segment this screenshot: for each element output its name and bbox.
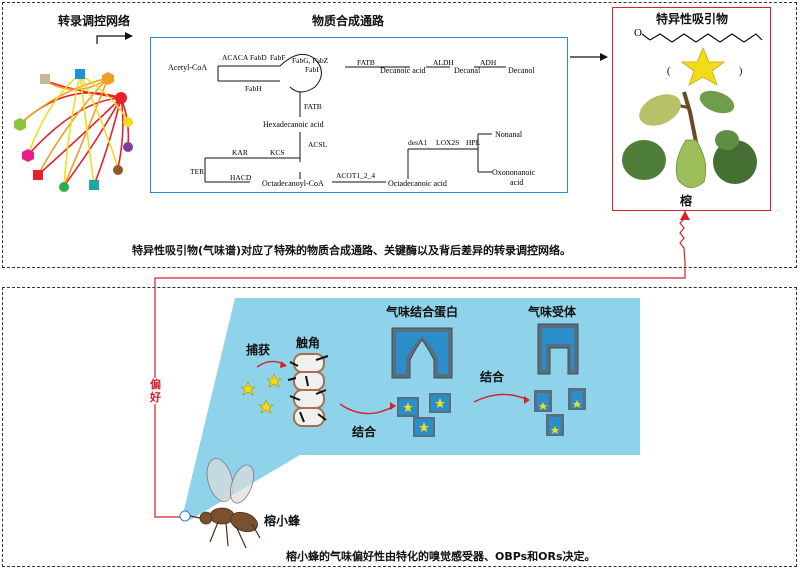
obp-star-complexes — [397, 393, 451, 437]
antenna-illustration — [287, 353, 329, 427]
binding-arrow-1 — [339, 402, 396, 415]
compound-oxononanoic-acid-line1: Oxononanoic — [492, 168, 536, 177]
network-node — [59, 182, 69, 192]
enzyme-acot: ACOT1_2_4 — [336, 171, 375, 180]
enzyme-fatb-top: FATB — [357, 58, 375, 67]
enzyme-desa1: desA1 — [408, 138, 427, 147]
network-hub-node — [115, 92, 127, 104]
fig-leaf — [699, 90, 735, 114]
network-title-arrow — [96, 32, 133, 44]
regulatory-network-title: 转录调控网络 — [58, 14, 131, 28]
bottom-caption: 榕小蜂的气味偏好性由特化的嗅觉感受器、OBPs和ORs决定。 — [286, 550, 596, 563]
top-panel — [2, 2, 797, 268]
enzyme-adh: ADH — [480, 58, 497, 67]
compound-octadecanoic-acid: Octadecanoic acid — [388, 179, 447, 188]
enzyme-kcs: KCS — [270, 148, 285, 157]
enzyme-fabd: FabD — [250, 53, 267, 62]
attractant-box — [612, 7, 771, 211]
left-parenthesis: ( — [667, 66, 671, 77]
capture-arrow — [256, 360, 287, 368]
regulatory-network-graph — [14, 69, 133, 192]
enzyme-lox2s: LOX2S — [436, 138, 459, 147]
compound-oxononanoic-acid-line2: acid — [510, 178, 523, 187]
attractant-title: 特异性吸引物 — [656, 12, 729, 26]
aldehyde-oxygen-symbol: O — [634, 27, 642, 39]
enzyme-fatb-mid: FATB — [304, 102, 322, 111]
pathway-diagram: Acetyl-CoA ACACA FabD FabF FabH FabG, Fa… — [168, 53, 536, 188]
network-node — [123, 142, 133, 152]
network-node — [40, 74, 50, 84]
right-parenthesis: ) — [739, 66, 742, 77]
antenna-label: 触角 — [296, 336, 321, 350]
pathway-to-attractant-arrow — [570, 53, 608, 61]
attractant-star — [680, 46, 726, 86]
network-node — [75, 69, 85, 79]
attractant-illustration: O ( ) — [622, 27, 763, 188]
fig-leaf — [639, 94, 681, 126]
obp-illustration — [391, 327, 453, 437]
fig-wasp-illustration — [189, 458, 261, 549]
network-node — [14, 118, 26, 131]
compound-octadecanoyl-coa: Octadecanoyl-CoA — [262, 179, 324, 188]
fig-fruit — [675, 139, 707, 188]
enzyme-kar: KAR — [232, 148, 248, 157]
enzyme-acaca: ACACA — [222, 53, 249, 62]
network-node — [113, 165, 123, 175]
compound-hexadecanoic-acid: Hexadecanoic acid — [263, 120, 324, 129]
preference-label: 偏好 — [150, 378, 162, 404]
pathway-title: 物质合成通路 — [312, 14, 385, 28]
wasp-body — [199, 507, 258, 533]
enzyme-fabg-fabz: FabG, FabZ — [292, 56, 329, 65]
binding-label-2: 结合 — [480, 370, 505, 384]
odor-stars — [240, 373, 282, 414]
bottom-panel — [2, 287, 797, 567]
enzyme-hacd: HACD — [230, 173, 252, 182]
fig-wasp-label: 榕小蜂 — [264, 514, 301, 528]
aldehyde-molecule-structure — [641, 33, 763, 43]
enzyme-aldh: ALDH — [433, 58, 454, 67]
banyan-label: 榕 — [680, 194, 693, 208]
network-node — [22, 149, 34, 162]
network-node — [89, 180, 99, 190]
binding-label-1: 结合 — [352, 425, 377, 439]
network-node — [123, 117, 133, 127]
receptor-label: 气味受体 — [528, 305, 577, 319]
fig-leaf — [715, 130, 739, 150]
capture-label: 捕获 — [246, 343, 271, 357]
fig-leaf — [622, 140, 666, 180]
compound-acetyl-coa: Acetyl-CoA — [168, 63, 207, 72]
pathway-box — [150, 37, 568, 193]
enzyme-hpl: HPL — [466, 138, 481, 147]
enzyme-fabf: FabF — [270, 53, 285, 62]
enzyme-acsl: ACSL — [308, 140, 328, 149]
top-caption: 特异性吸引物(气味谱)对应了特殊的物质合成通路、关键酶以及背后差异的转录调控网络… — [132, 244, 572, 257]
fig-leaf — [713, 140, 757, 184]
receptor-star-complexes — [534, 388, 586, 436]
wasp-wings — [206, 458, 255, 504]
compound-decanol: Decanol — [508, 66, 535, 75]
receptor-illustration — [534, 323, 586, 436]
compound-nonanal: Nonanal — [495, 130, 523, 139]
compound-decanal: Decanal — [454, 66, 481, 75]
network-node — [102, 72, 114, 85]
enzyme-fabi: FabI — [305, 65, 319, 74]
binding-arrow-2 — [473, 393, 530, 404]
compound-decanoic-acid: Decanoic acid — [380, 66, 426, 75]
enzyme-fabh: FabH — [245, 84, 262, 93]
enzyme-ter: TER — [190, 167, 204, 176]
obp-label: 气味结合蛋白 — [386, 305, 459, 319]
network-node — [33, 170, 43, 180]
